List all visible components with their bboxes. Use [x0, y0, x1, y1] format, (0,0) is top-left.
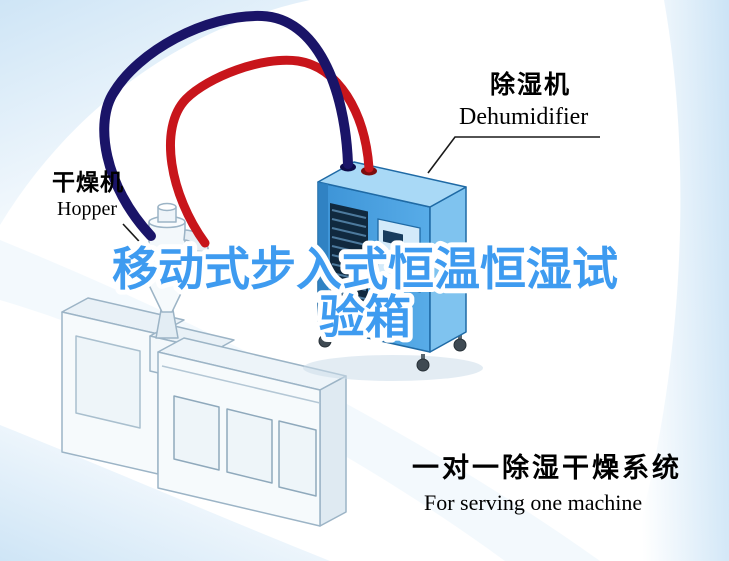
sweep-top-left — [0, 0, 310, 225]
dehumidifier-shadow — [303, 355, 483, 381]
navy-air-hose — [99, 10, 353, 241]
dehumidifier-illustration — [303, 161, 483, 381]
machine-door-panel — [173, 395, 220, 471]
main-title-line2: 验箱 — [319, 291, 411, 343]
molding-machine-illustration — [61, 297, 347, 527]
dehumidifier-vent-slats — [331, 209, 367, 318]
dehumidifier-pointer-line — [427, 136, 600, 174]
red-air-hose — [165, 55, 374, 248]
caption-cn: 一对一除湿干燥系统 — [412, 453, 682, 483]
sweep-bottom-left — [0, 425, 330, 561]
machine-left-panel — [75, 335, 141, 429]
machine-body-rail — [161, 365, 321, 404]
machine-door-panel — [226, 408, 273, 484]
dehumidifier-edge-strip — [318, 182, 328, 329]
dryer-pointer-line — [122, 223, 150, 253]
machine-door-panel — [278, 420, 317, 497]
sweep-right-band — [630, 0, 729, 561]
dehumidifier-display — [383, 230, 403, 246]
dehumidifier-buttons — [384, 254, 406, 274]
dehumidifier-label-cn: 除湿机 — [490, 71, 572, 99]
hopper-cap-rim — [157, 202, 177, 212]
hopper-dryer-illustration — [135, 202, 209, 339]
machine-body-side — [319, 375, 347, 527]
dehumidifier-label-en: Dehumidifier — [459, 104, 589, 130]
caption-en: For serving one machine — [424, 490, 643, 515]
dryer-label-cn: 干燥机 — [52, 169, 124, 195]
dryer-label-en: Hopper — [57, 198, 117, 220]
main-title-line1: 移动式步入式恒温恒湿试 — [112, 243, 618, 295]
